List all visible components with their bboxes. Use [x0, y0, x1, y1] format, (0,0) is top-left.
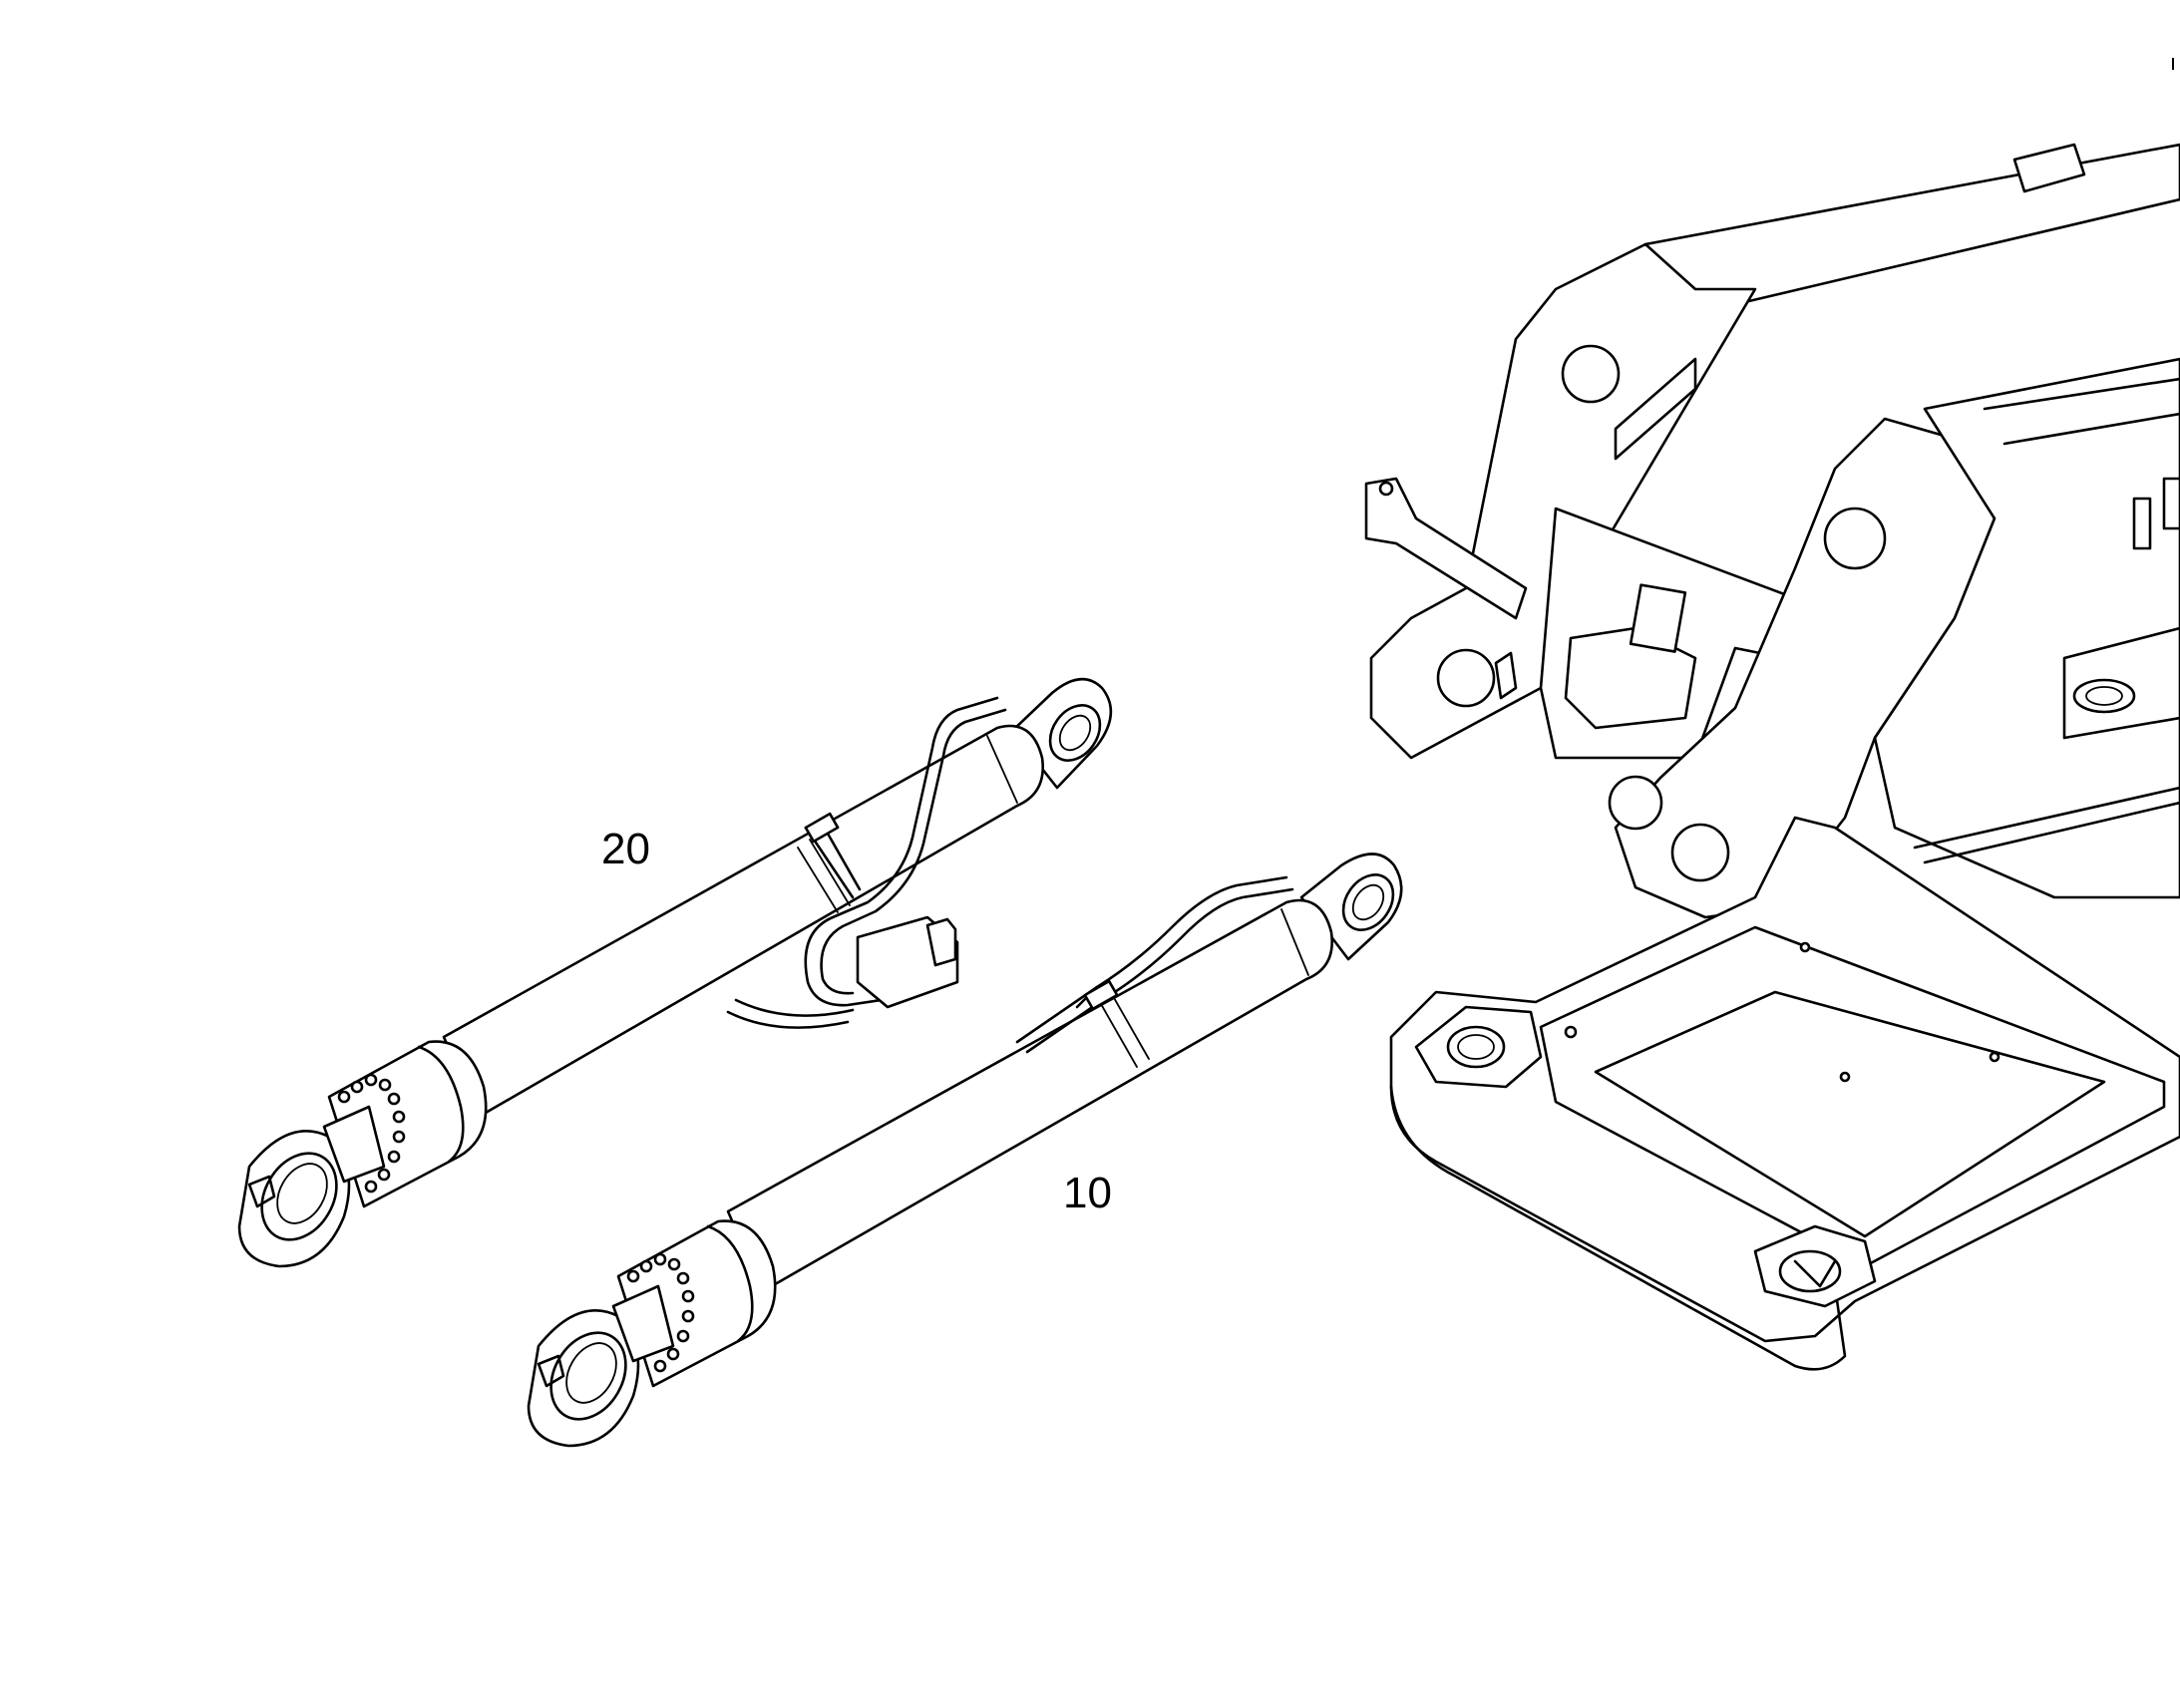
cylinder-10-bolts	[626, 1252, 695, 1373]
cylinder-20-barrel	[442, 724, 1045, 1119]
boom-foot-left	[1369, 242, 1757, 760]
cylinder-10-pipe	[1015, 875, 1288, 1044]
lower-base-frame	[1389, 816, 2180, 1371]
cylinder-10-barrel	[726, 898, 1334, 1293]
sheet-edge-mark	[2172, 58, 2174, 70]
frame-rear-deck	[1873, 357, 2180, 899]
upper-frame	[1364, 143, 2180, 919]
hydraulic-cylinder-20	[237, 677, 1113, 1268]
callout-10: 10	[1063, 1169, 1112, 1217]
callout-20: 20	[601, 825, 650, 873]
frame-bracket	[1494, 651, 1518, 700]
frame-cross-member	[1364, 477, 1528, 620]
frame-top-beam	[1643, 143, 2180, 311]
cylinder-20-pipe	[804, 696, 999, 1007]
cylinder-20-bolts	[337, 1073, 406, 1194]
hydraulic-cylinder-10	[527, 853, 1403, 1448]
